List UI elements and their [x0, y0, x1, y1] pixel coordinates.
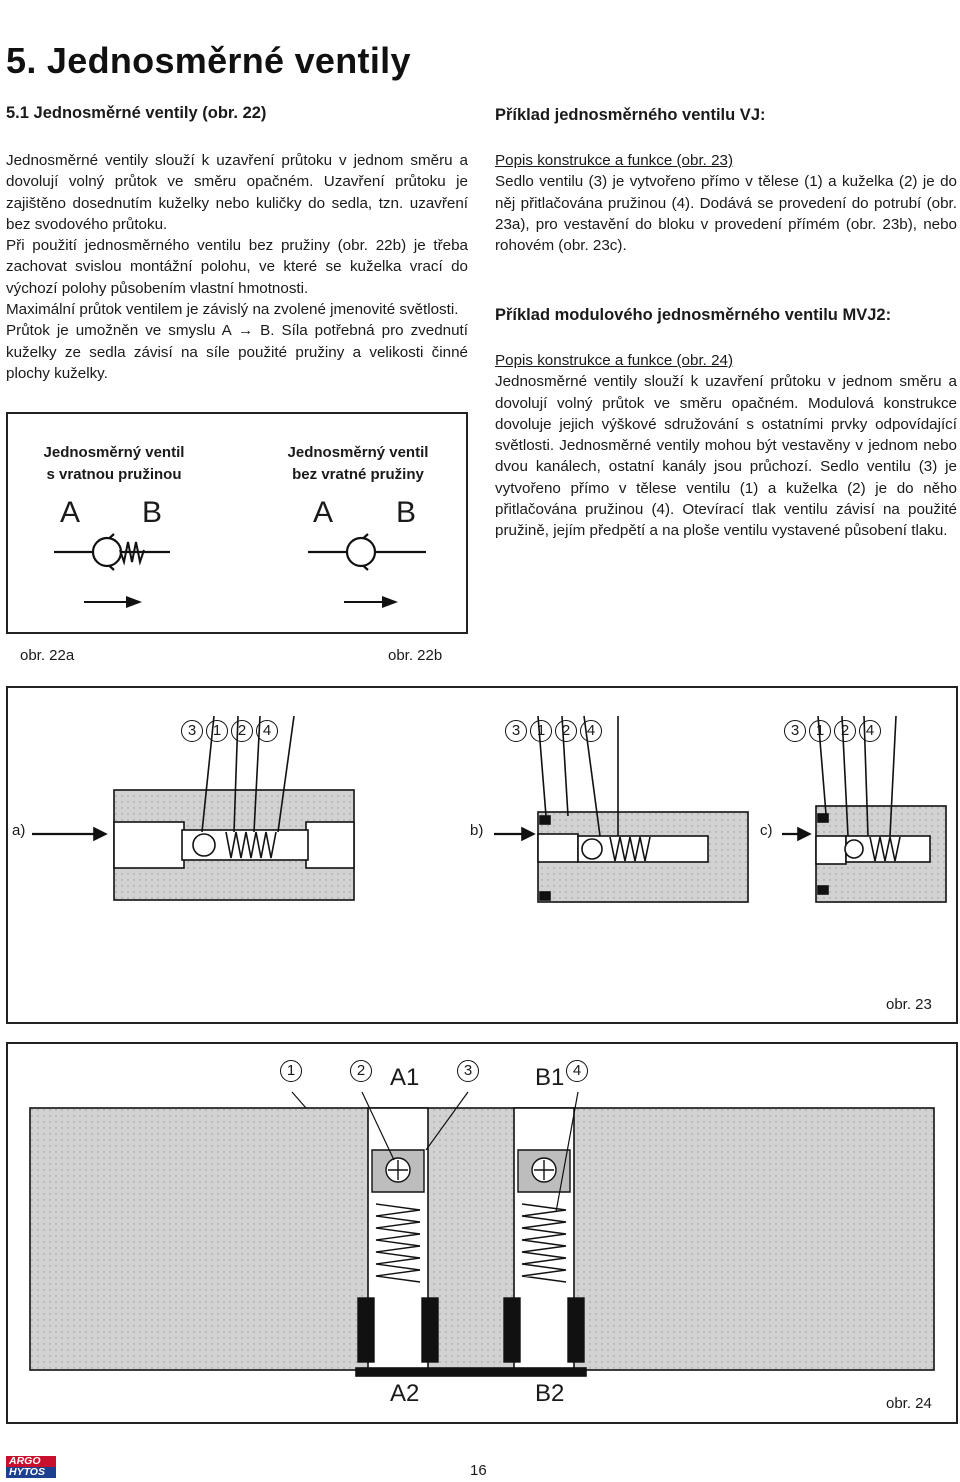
logo-top: ARGO [6, 1456, 56, 1467]
vj-body: Popis konstrukce a funkce (obr. 23) Sedl… [495, 150, 957, 256]
symbol-left-title: Jednosměrný ventil s vratnou pružinou [14, 442, 214, 486]
vj-subtitle: Popis konstrukce a funkce (obr. 23) [495, 152, 734, 169]
argo-hytos-logo: ARGO HYTOS [6, 1456, 56, 1478]
vj-text: Sedlo ventilu (3) je vytvořeno přímo v t… [495, 173, 957, 255]
valve-straight-section [494, 715, 749, 903]
mvj2-body: Popis konstrukce a funkce (obr. 24) Jedn… [495, 350, 957, 542]
figure-22-frame [6, 412, 468, 634]
vj-title: Příklad jednosměrného ventilu VJ: [495, 106, 766, 124]
caption-24: obr. 24 [886, 1395, 932, 1412]
page-heading: 5. Jednosměrné ventily [6, 40, 411, 81]
callout-2-24: 2 [350, 1060, 375, 1082]
flow-arrow-right [344, 596, 398, 608]
paragraph: Při použití jednosměrného ventilu bez pr… [6, 237, 468, 297]
label-23a: a) [12, 822, 26, 839]
leader-lines-24 [291, 1091, 579, 1213]
callout-3: 3 [181, 720, 203, 742]
label-23c: c) [760, 822, 773, 839]
callout-4: 4 [566, 1060, 588, 1082]
callout-4: 4 [256, 720, 278, 742]
symbol-right-title-line: Jednosměrný ventil [287, 444, 429, 461]
mvj2-title: Příklad modulového jednosměrného ventilu… [495, 306, 892, 324]
caption-22b: obr. 22b [388, 647, 443, 664]
valve-inline-section [32, 715, 355, 901]
callout-2: 2 [555, 720, 577, 742]
label-23b: b) [470, 822, 484, 839]
paragraph: Maximální průtok ventilem je závislý na … [6, 301, 459, 319]
figure-24-frame [6, 1042, 958, 1424]
port-a-right: A [313, 496, 334, 529]
callout-4-24: 4 [566, 1060, 591, 1082]
port-a-left: A [60, 496, 81, 529]
check-valve-symbols [54, 533, 426, 608]
valve-angle-section [782, 715, 947, 903]
callout-2: 2 [350, 1060, 372, 1082]
check-cartridge-b [503, 1149, 585, 1363]
mvj2-text: Jednosměrné ventily slouží k uzavření pr… [495, 373, 957, 540]
callout-3: 3 [457, 1060, 479, 1082]
figure-23-frame [6, 686, 958, 1024]
page-number: 16 [470, 1462, 487, 1479]
callout-1: 1 [280, 1060, 302, 1082]
port-b1: B1 [535, 1064, 565, 1091]
port-b2: B2 [535, 1380, 565, 1407]
symbol-left-title-line: s vratnou pružinou [46, 466, 182, 483]
port-a1: A1 [390, 1064, 420, 1091]
callout-1-24: 1 [280, 1060, 305, 1082]
modular-valve-section [29, 1091, 935, 1377]
section-body: Jednosměrné ventily slouží k uzavření pr… [6, 150, 468, 384]
callout-1: 1 [530, 720, 552, 742]
port-b-left: B [142, 496, 163, 529]
check-valve-spring-symbol [54, 533, 170, 571]
check-valve-symbol [308, 533, 426, 571]
caption-23: obr. 23 [886, 996, 932, 1013]
paragraph: Jednosměrné ventily slouží k uzavření pr… [6, 152, 468, 233]
logo-bottom: HYTOS [6, 1467, 56, 1478]
mvj2-subtitle: Popis konstrukce a funkce (obr. 24) [495, 352, 734, 369]
callout-3-24: 3 [457, 1060, 482, 1082]
port-b-right: B [396, 496, 417, 529]
caption-22a: obr. 22a [20, 647, 75, 664]
section-title: 5.1 Jednosměrné ventily (obr. 22) [6, 104, 267, 122]
modular-body [29, 1107, 935, 1377]
flow-arrow-left [84, 596, 142, 608]
port-a2: A2 [390, 1380, 420, 1407]
check-cartridge-a [357, 1149, 439, 1363]
symbol-left-title-line: Jednosměrný ventil [43, 444, 185, 461]
symbol-right-title: Jednosměrný ventil bez vratné pružiny [258, 442, 458, 486]
callout-2: 2 [834, 720, 856, 742]
valve-sections-23 [32, 715, 947, 903]
paragraph: Průtok je umožněn ve smyslu A → B. Síla … [6, 322, 468, 382]
callout-3: 3 [505, 720, 527, 742]
symbol-right-title-line: bez vratné pružiny [292, 466, 424, 483]
callout-3: 3 [784, 720, 806, 742]
